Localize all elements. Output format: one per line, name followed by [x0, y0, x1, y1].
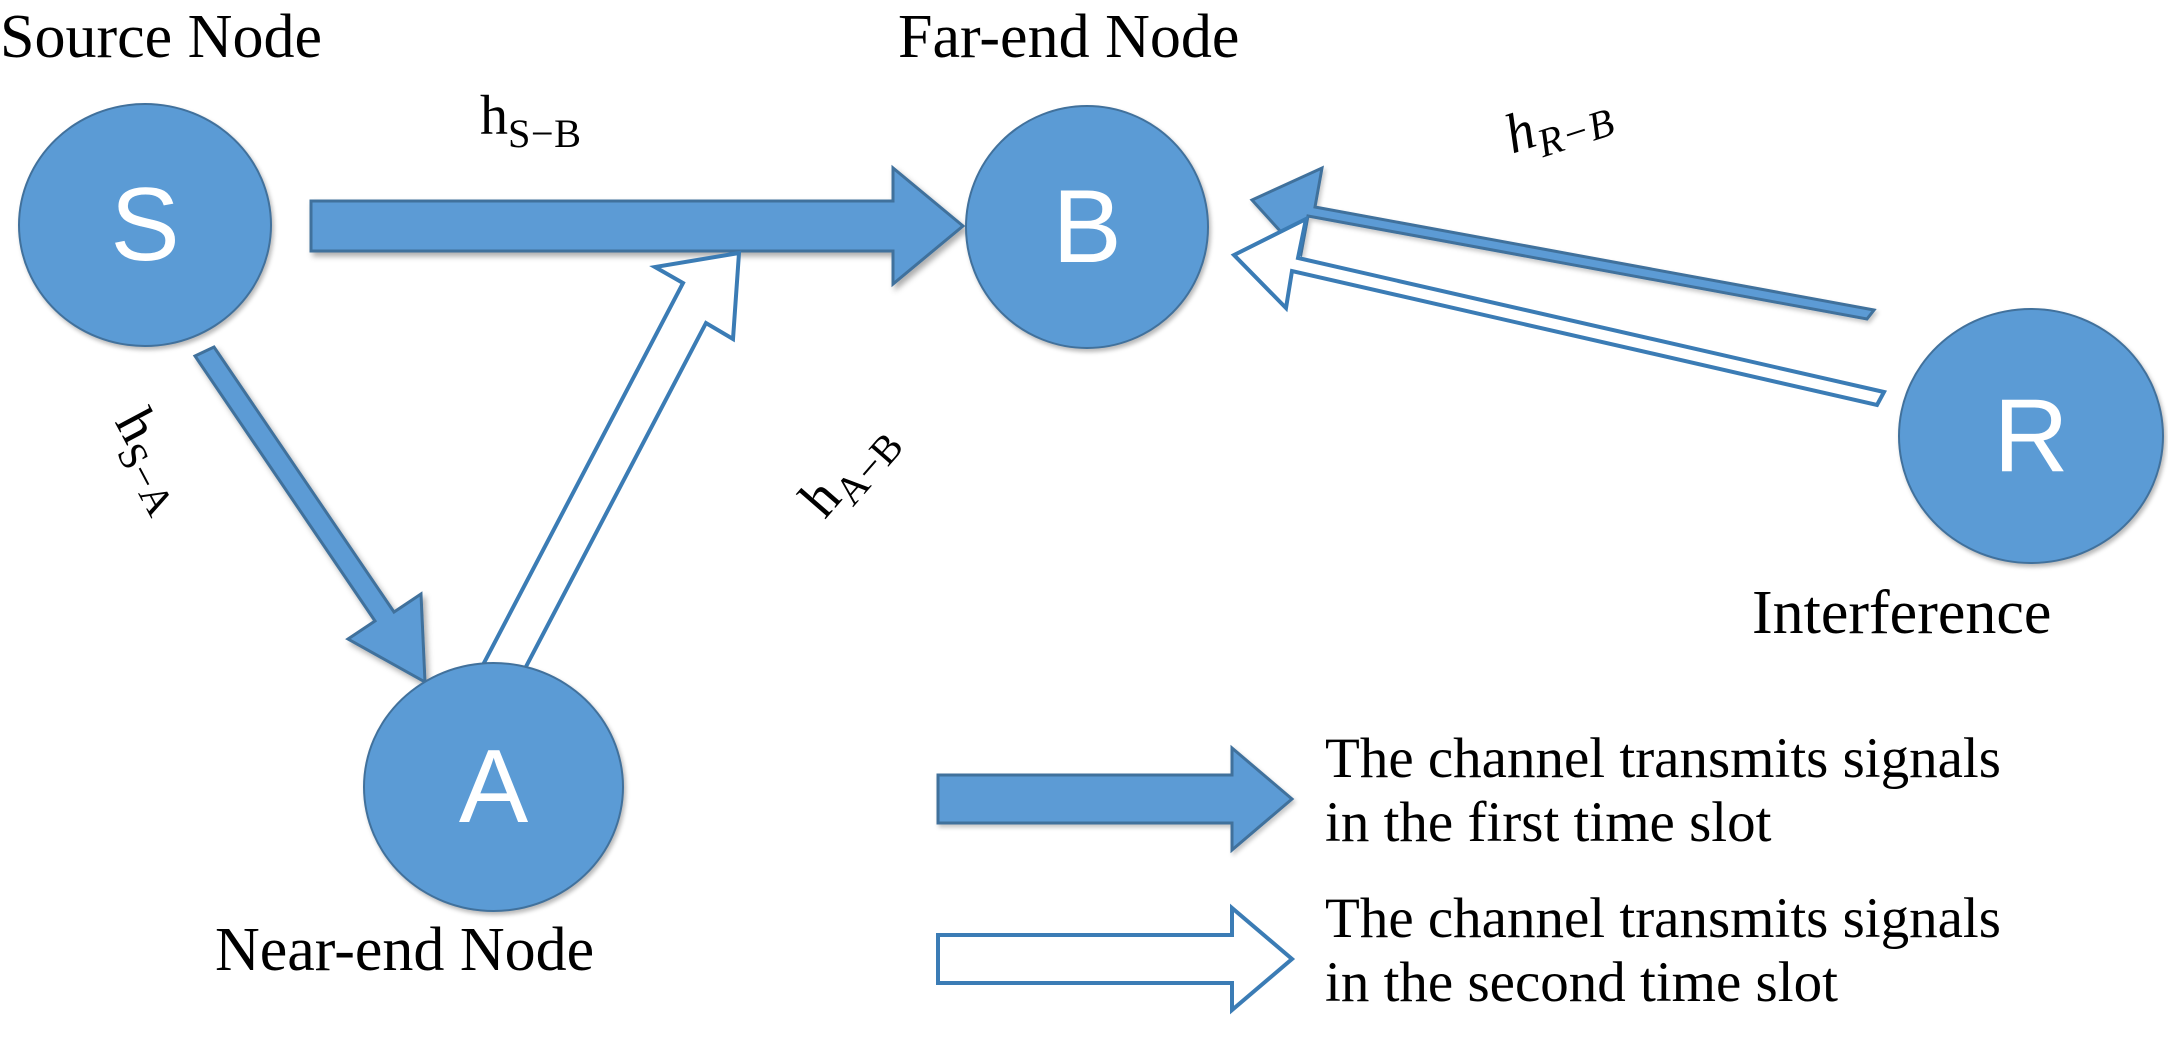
channel-label-h-s-b: hS−B — [480, 88, 582, 154]
arrow-r-to-b-solid — [1249, 165, 1877, 321]
node-near-end-a[interactable]: A — [363, 662, 624, 912]
legend-item-first-slot: The channel transmits signals in the fir… — [930, 727, 2168, 885]
channel-sub-h-s-b: S−B — [508, 110, 582, 156]
arrow-s-to-b — [309, 164, 966, 288]
node-label-b: B — [1052, 169, 1122, 285]
legend-text-second-slot: The channel transmits signals in the sec… — [1325, 887, 2001, 1014]
label-interference: Interference — [1752, 579, 2052, 647]
node-label-a: A — [458, 729, 529, 845]
label-far-end-node: Far-end Node — [898, 3, 1240, 71]
legend-arrow-hollow — [936, 903, 1296, 1015]
label-near-end-node: Near-end Node — [215, 916, 595, 984]
node-far-end-b[interactable]: B — [965, 105, 1209, 349]
channel-base-h-s-b: h — [480, 85, 508, 147]
arrow-r-to-b-hollow — [1230, 215, 1888, 408]
legend-text-first-slot: The channel transmits signals in the fir… — [1325, 727, 2001, 854]
node-interference-r[interactable]: R — [1898, 308, 2164, 564]
label-source-node: Source Node — [0, 3, 322, 71]
legend-arrow-solid — [936, 744, 1295, 854]
node-label-s: S — [110, 167, 180, 283]
arrow-s-to-a — [192, 345, 427, 685]
legend-item-second-slot: The channel transmits signals in the sec… — [930, 887, 2168, 1045]
node-label-r: R — [1993, 378, 2069, 494]
legend: The channel transmits signals in the fir… — [930, 727, 2168, 1047]
node-source-s[interactable]: S — [18, 103, 272, 347]
